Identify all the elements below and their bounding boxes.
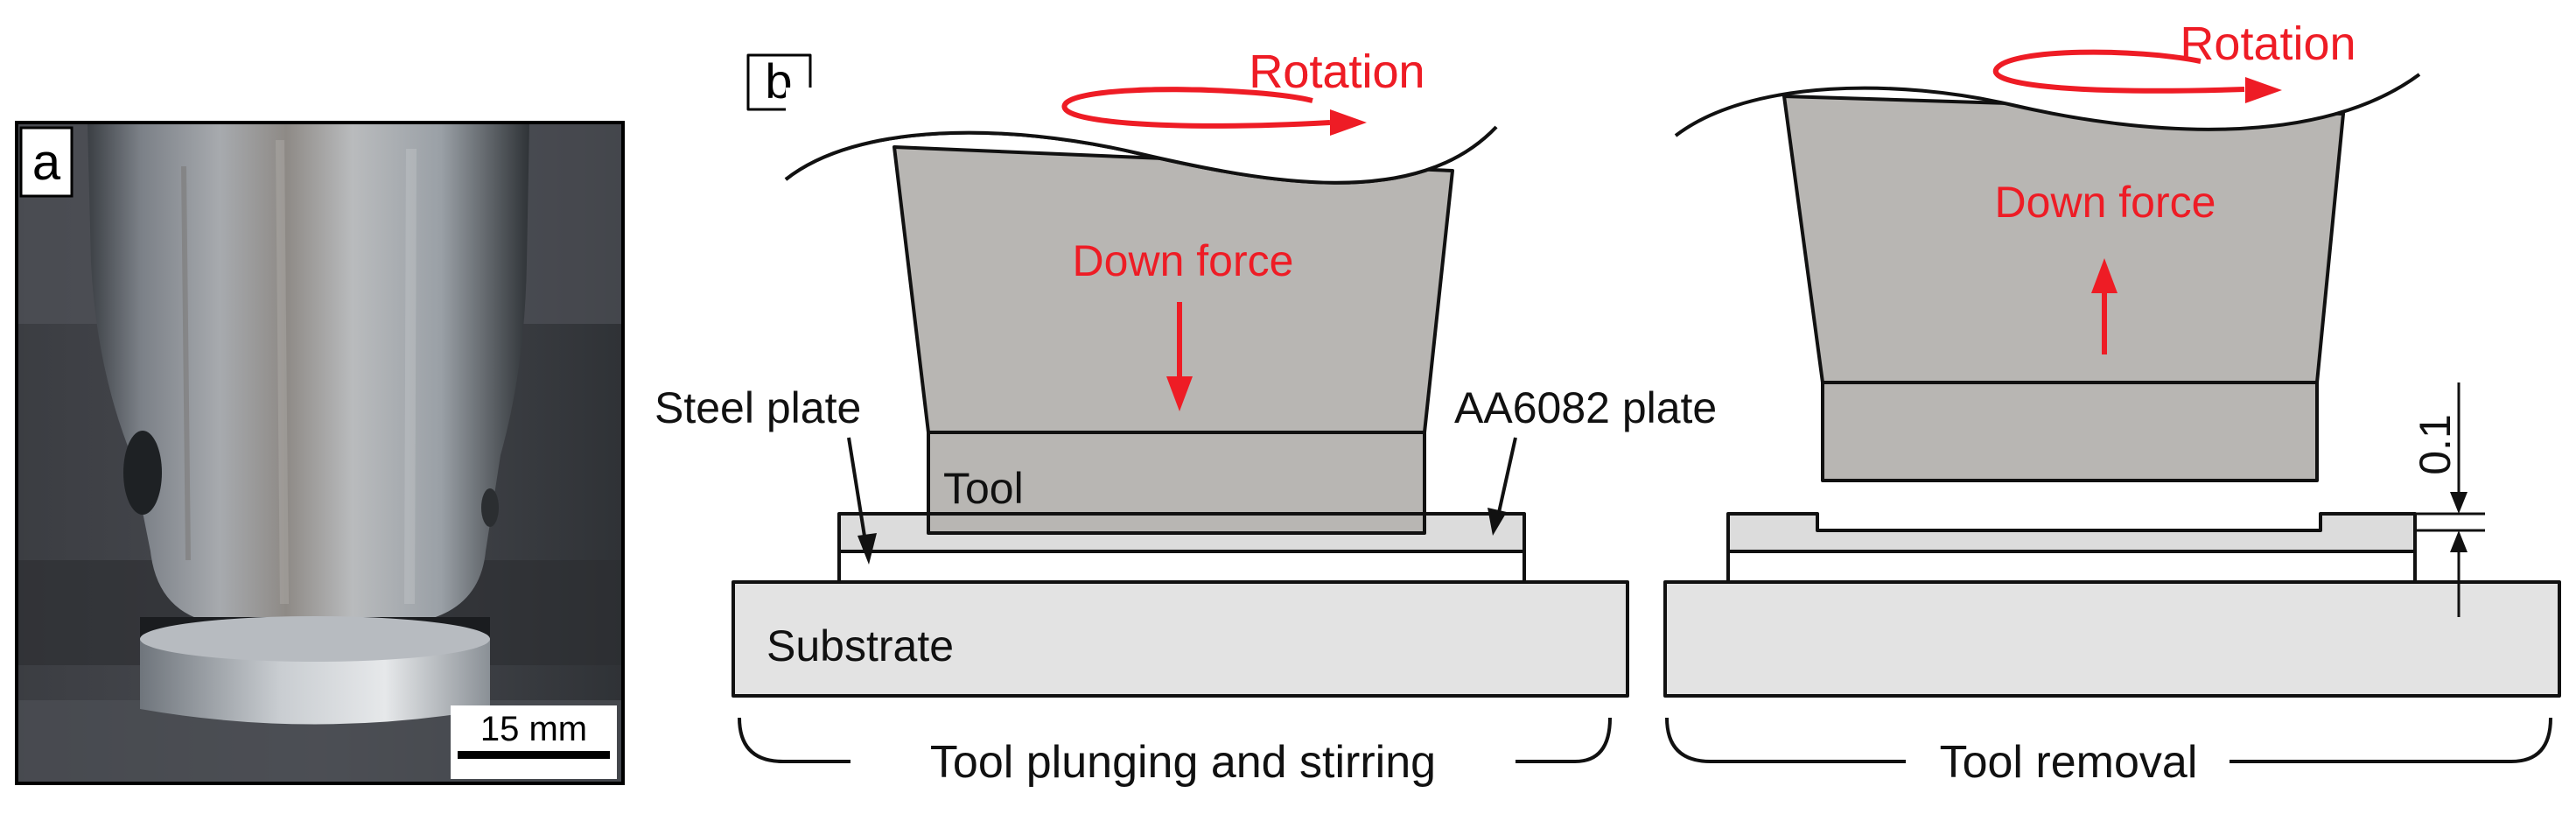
caption-plunging: Tool plunging and stirring (930, 737, 1436, 788)
aa6082-plate-leader (1496, 437, 1517, 517)
panel-a-label: a (32, 134, 61, 191)
substrate-right (1663, 580, 2561, 698)
tool-body-photo (88, 123, 529, 623)
tool-label: Tool (943, 464, 1024, 513)
caption-removal: Tool removal (1940, 737, 2198, 788)
panel-a-photo: a 15 mm (15, 121, 625, 785)
steel-plate-left (837, 550, 1526, 584)
substrate-left (732, 580, 1629, 698)
tool-shoulder-disc-photo (140, 639, 490, 725)
steel-plate-leader (847, 437, 868, 548)
rotation-label-left-overlay: Rotation (1249, 46, 1424, 98)
substrate-label: Substrate (766, 621, 954, 670)
up-force-arrowhead-right (2091, 258, 2118, 293)
subfigure-plunging: Rotation Tool Rotation Down force Substr… (654, 46, 1717, 788)
caption-bracket-right-start (1665, 717, 1906, 763)
steel-plate-label: Steel plate (654, 383, 861, 432)
down-force-label-left: Down force (1073, 236, 1294, 285)
rotation-arrowhead-right (2245, 77, 2282, 103)
rotation-arrow-right (1992, 49, 2245, 94)
scale-bar-box (451, 705, 617, 779)
steel-plate-right (1726, 550, 2417, 584)
break-line-right (1674, 73, 2421, 137)
set-screw-left (123, 431, 162, 515)
subfigure-removal: Rotation Down force 0.1 Tool removal (1663, 18, 2561, 788)
panel-a-label-box (19, 126, 74, 198)
caption-bracket-left-start (738, 717, 850, 763)
scale-bar-text: 15 mm (480, 710, 587, 748)
tool-shoulder-right (1821, 381, 2319, 482)
set-screw-right (481, 488, 499, 527)
scale-bar (458, 751, 610, 759)
panel-b: b Rotation Tool Rotation Down force (654, 18, 2561, 788)
caption-bracket-left-end (1516, 717, 1612, 763)
down-force-label-right: Down force (1995, 178, 2216, 227)
caption-bracket-right-end (2230, 717, 2552, 763)
aa6082-plate-label: AA6082 plate (1454, 383, 1717, 432)
photo-frame (15, 121, 625, 785)
down-force-arrowhead-left (1166, 376, 1193, 411)
dimension-label: 0.1 (2411, 414, 2460, 475)
rotation-label-right: Rotation (2180, 18, 2356, 70)
aa6082-plate-right (1726, 512, 2417, 553)
tool-shank-right (1782, 95, 2345, 384)
